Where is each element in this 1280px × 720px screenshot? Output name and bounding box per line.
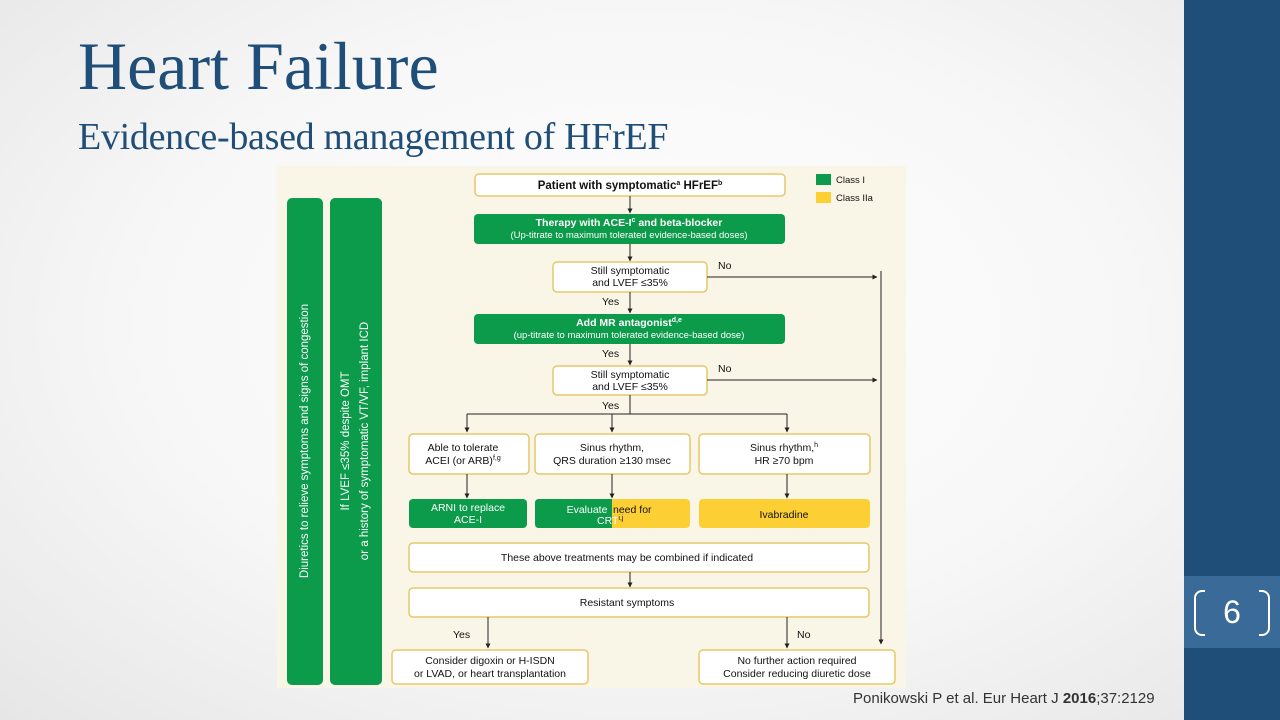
crt-box-green-half (535, 499, 612, 528)
slide-subtitle: Evidence-based management of HFrEF (78, 116, 669, 158)
crt-line1-b: need for (613, 504, 652, 516)
branch-sinus-qrs-line1: Sinus rhythm, (580, 442, 644, 454)
final-no-line2: Consider reducing diuretic dose (723, 668, 871, 680)
branch-sinus-qrs-box (534, 433, 691, 475)
arni-box (409, 499, 527, 528)
therapy-ace-bb-line1: Therapy with ACE-Ic and beta-blocker (536, 217, 723, 229)
decision2-no-label: No (718, 363, 732, 375)
legend-class-i-swatch (816, 174, 831, 185)
branch-tolerate-acei-line1: Able to tolerate (428, 442, 499, 454)
arni-line2: ACE-I (454, 514, 482, 526)
branch-tolerate-acei-box (408, 433, 530, 475)
resistant-no-label: No (797, 629, 811, 641)
page-number: 6 (1223, 594, 1241, 630)
therapy-ace-bb-line2: (Up-titrate to maximum tolerated evidenc… (510, 230, 747, 241)
diuretics-bar-label: Diuretics to relieve symptoms and signs … (299, 304, 311, 578)
flowchart-svg: Class I Class IIa Diuretics to relieve s… (287, 173, 896, 685)
icd-bar (330, 198, 382, 685)
branch-sinus-hr-box (698, 433, 871, 475)
slide-title: Heart Failure (78, 28, 439, 104)
therapy-mra-box (474, 314, 785, 344)
right-bracket-icon (1259, 590, 1270, 636)
decision2-yes-label: Yes (602, 400, 619, 412)
branch-sinus-hr-line1: Sinus rhythm,h (750, 442, 818, 454)
decision2-line1: Still symptomatic (591, 369, 670, 381)
resistant-text: Resistant symptoms (580, 597, 675, 609)
final-yes-line1: Consider digoxin or H-ISDN (425, 655, 555, 667)
branch-tolerate-acei-line2: ACEI (or ARB)f,g (425, 455, 501, 467)
citation: Ponikowski P et al. Eur Heart J 2016;37:… (853, 690, 1155, 707)
therapy-ace-bb-box (474, 214, 785, 244)
crt-line2: CRTi,j (597, 515, 624, 527)
left-bracket-icon (1194, 590, 1205, 636)
decision1-line1: Still symptomatic (591, 265, 670, 277)
branch-sinus-hr-line2: HR ≥70 bpm (755, 455, 814, 467)
therapy-mra-yes-label: Yes (602, 348, 619, 360)
final-yes-box (391, 649, 589, 685)
hfref-flowchart: Class I Class IIa Diuretics to relieve s… (277, 166, 906, 688)
icd-bar-label-line2: or a history of symptomatic VT/VF, impla… (359, 322, 371, 560)
final-no-box (698, 649, 896, 685)
start-box-text: Patient with symptomatica HFrEFb (538, 180, 723, 192)
crt-line1-a: Evaluate (567, 504, 608, 516)
final-no-line1: No further action required (737, 655, 856, 667)
legend-class-iia-label: Class IIa (836, 193, 874, 204)
resistant-yes-label: Yes (453, 629, 470, 641)
legend-class-iia-swatch (816, 192, 831, 203)
page-number-box: 6 (1184, 576, 1280, 648)
legend-class-i-label: Class I (836, 175, 865, 186)
combined-text: These above treatments may be combined i… (501, 552, 753, 564)
decision2-line2: and LVEF ≤35% (592, 381, 668, 393)
decision1-line2: and LVEF ≤35% (592, 277, 668, 289)
ivabradine-label: Ivabradine (759, 509, 808, 521)
branch-sinus-qrs-line2: QRS duration ≥130 msec (553, 455, 671, 467)
combined-box (408, 542, 870, 573)
decision1-yes-label: Yes (602, 296, 619, 308)
ivabradine-box (699, 499, 870, 528)
diuretics-bar (287, 198, 323, 685)
final-yes-line2: or LVAD, or heart transplantation (414, 668, 566, 680)
therapy-mra-line1: Add MR antagonistd,e (576, 317, 682, 329)
therapy-mra-line2: (up-titrate to maximum tolerated evidenc… (514, 330, 745, 341)
arni-line1: ARNI to replace (431, 502, 505, 514)
resistant-box (408, 587, 870, 618)
icd-bar-label-line1: If LVEF ≤35% despite OMT (340, 371, 352, 510)
decision1-no-label: No (718, 260, 732, 272)
